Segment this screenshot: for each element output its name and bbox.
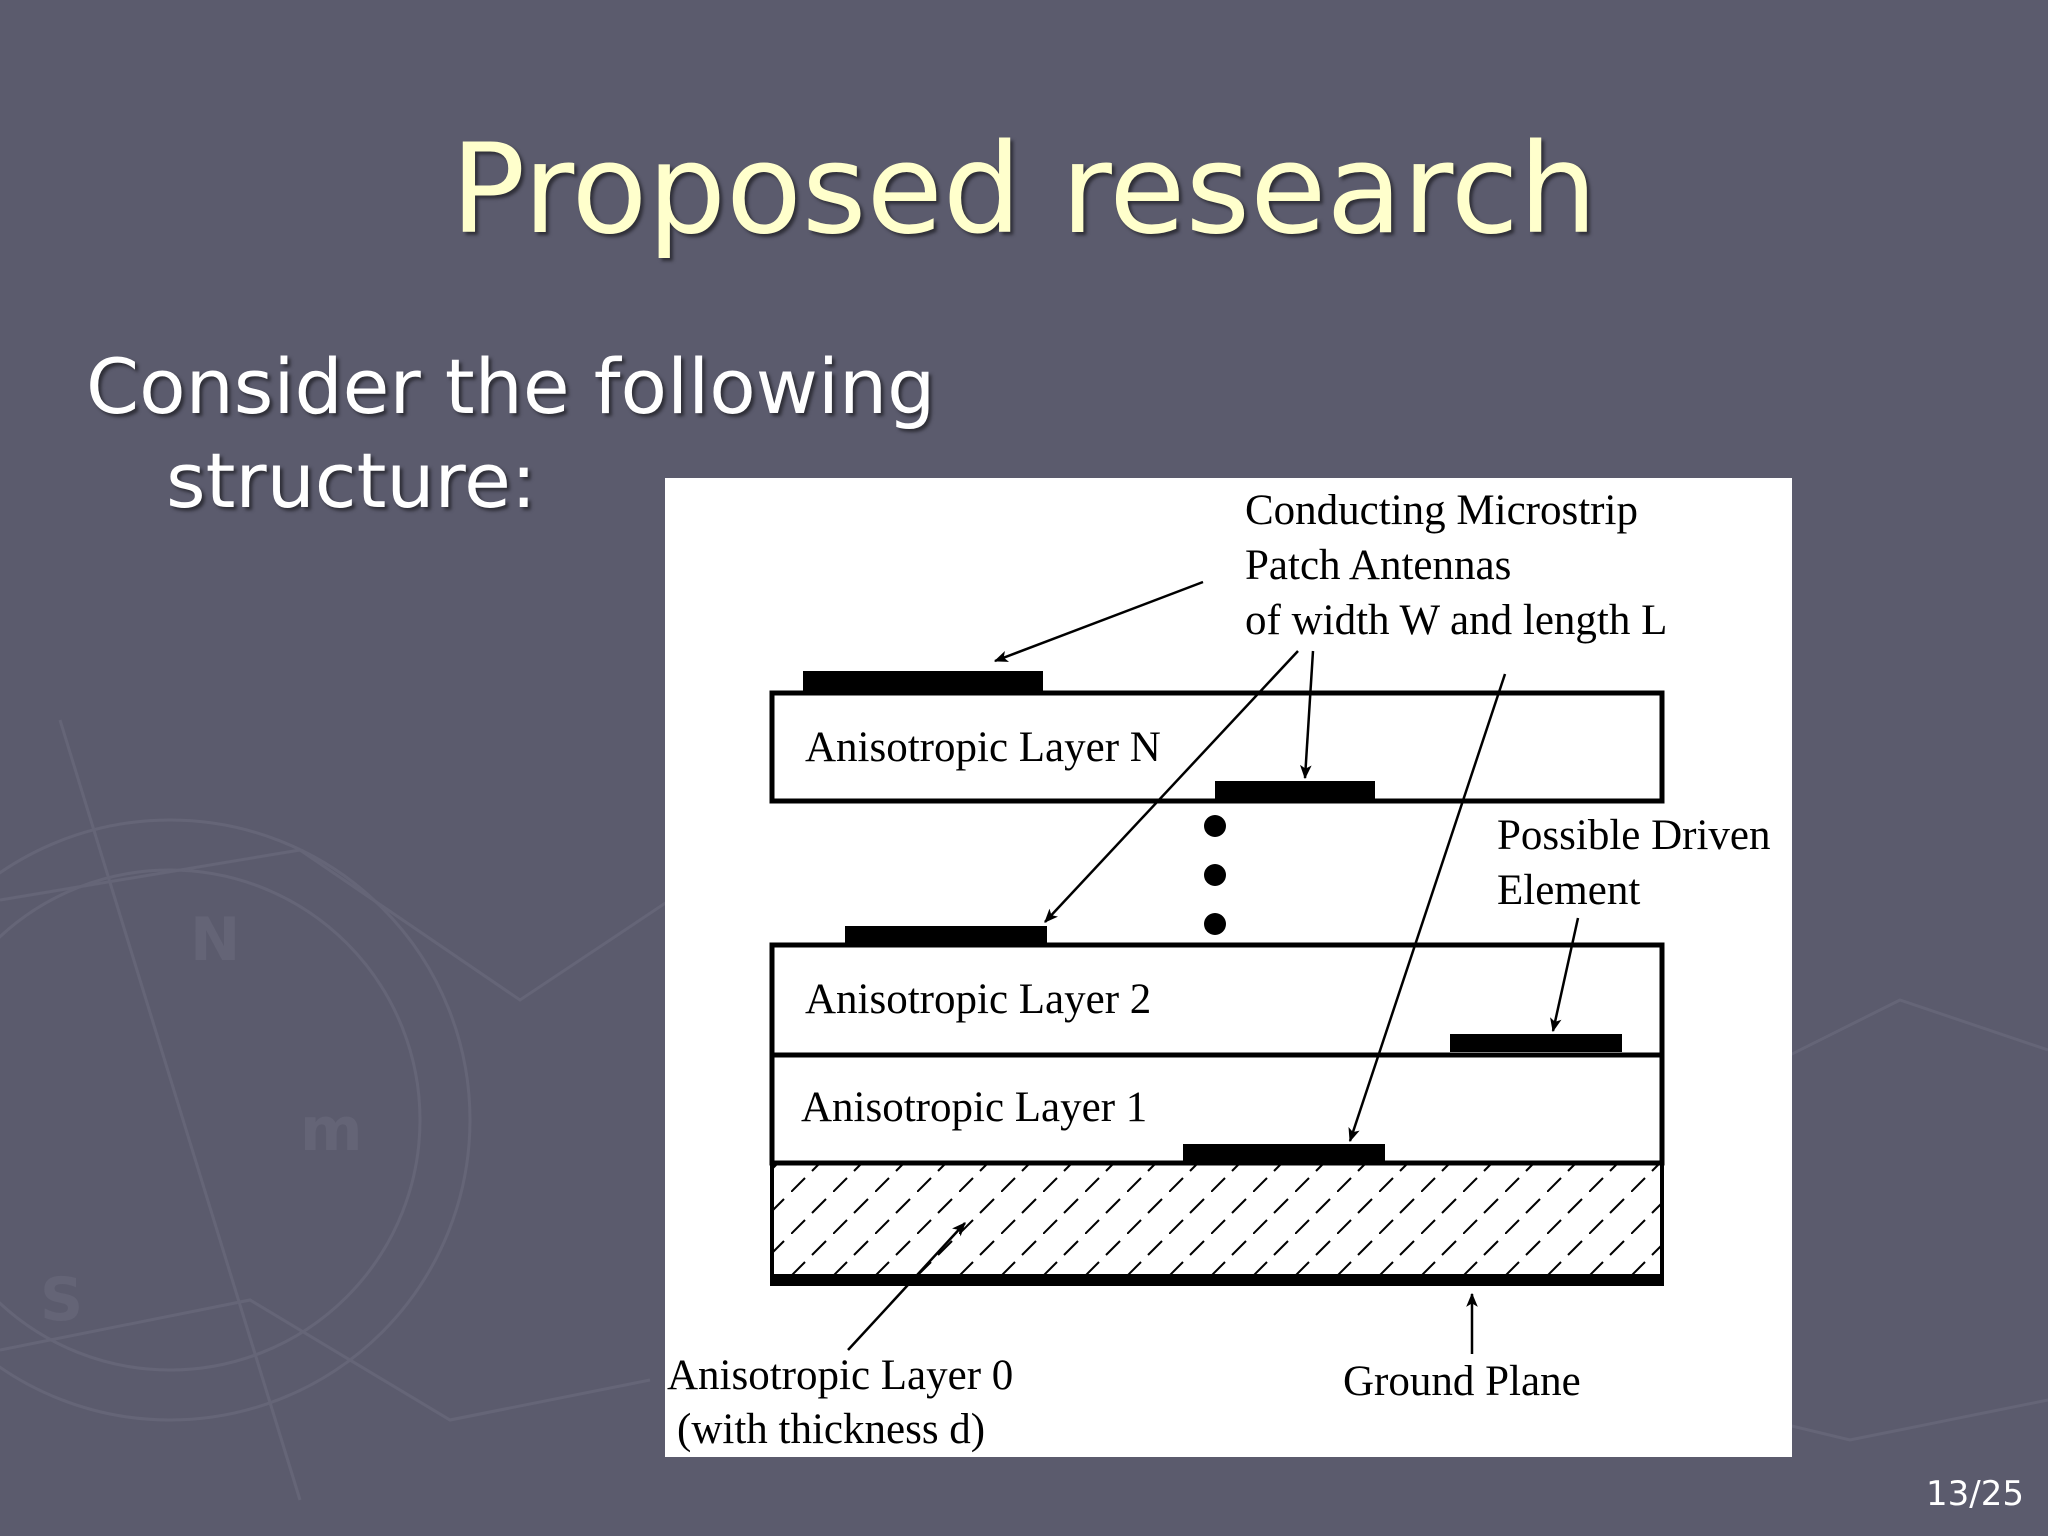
antennas-label-line-1: Conducting Microstrip <box>1245 487 1638 534</box>
ellipsis-dot <box>1204 864 1226 886</box>
layer-0-box <box>770 1161 1664 1280</box>
antennas-label-line-3: of width W and length L <box>1245 597 1668 644</box>
layer-0-label-line-1: Anisotropic Layer 0 <box>667 1352 1014 1399</box>
patch-antenna-layer-n <box>1215 781 1375 799</box>
driven-element <box>1450 1034 1622 1052</box>
layer-2-label: Anisotropic Layer 2 <box>805 976 1152 1023</box>
patch-antenna-layer-1 <box>1183 1144 1385 1162</box>
arrow-to-driven-element <box>1550 917 1580 1033</box>
layer-1-label: Anisotropic Layer 1 <box>801 1084 1148 1131</box>
svg-text:S: S <box>40 1265 83 1335</box>
ellipsis-dot <box>1204 815 1226 837</box>
layer-0-label-line-2: (with thickness d) <box>677 1406 986 1453</box>
antennas-label-line-2: Patch Antennas <box>1245 542 1512 589</box>
ground-plane <box>770 1274 1664 1286</box>
arrow-to-layer-1-patch <box>1348 673 1507 1143</box>
driven-label-line-1: Possible Driven <box>1497 812 1771 859</box>
layer-n-box <box>769 690 1665 804</box>
layered-structure-diagram: Conducting Microstrip Patch Antennas of … <box>665 478 1792 1457</box>
arrow-to-layer-2-patch <box>1044 650 1299 923</box>
arrow-to-layer-0 <box>847 1222 966 1351</box>
driven-label-line-2: Element <box>1497 867 1641 914</box>
slide-number: 13/25 <box>1926 1474 2024 1514</box>
patch-antenna-top <box>803 671 1043 691</box>
svg-text:N: N <box>190 905 240 975</box>
svg-text:m: m <box>300 1095 363 1165</box>
diagram-graphics <box>769 580 1665 1354</box>
slide-title: Proposed research <box>450 118 1598 262</box>
arrow-to-layer-n-patch <box>1299 650 1315 780</box>
arrow-to-top-patch <box>993 580 1204 663</box>
ground-plane-label: Ground Plane <box>1343 1358 1581 1405</box>
ellipsis-dot <box>1204 913 1226 935</box>
bullet-line-2: structure: <box>166 436 537 525</box>
bullet-line-1: Consider the following <box>86 342 936 431</box>
patch-antenna-layer-2-top <box>845 926 1047 944</box>
layer-n-label: Anisotropic Layer N <box>805 724 1161 771</box>
bullet-text: Consider the following structure: <box>86 340 946 528</box>
